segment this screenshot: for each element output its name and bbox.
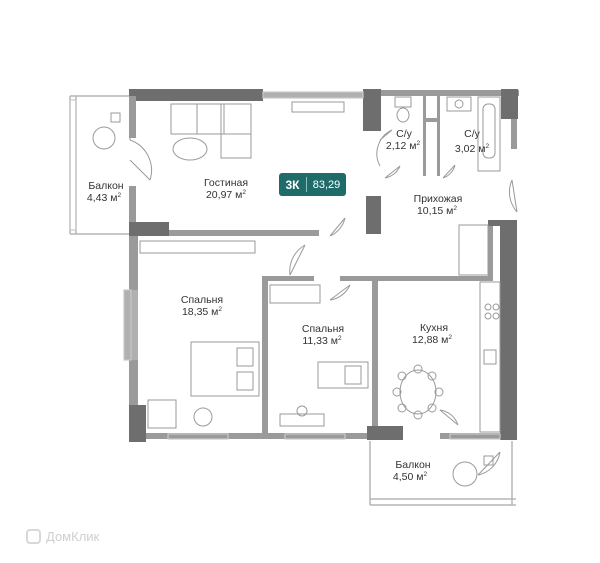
label-hall: Прихожая [414, 193, 463, 205]
room-labels: Балкон 4,43 м2 Гостиная 20,97 м2 С/у 2,1… [87, 128, 490, 483]
area-wc2: 3,02 м2 [455, 143, 490, 155]
area-bedroom1: 18,35 м2 [182, 306, 222, 318]
label-balcony-bottom: Балкон [395, 459, 430, 471]
label-living: Гостиная [204, 177, 248, 189]
area-balcony-bottom: 4,50 м2 [393, 471, 428, 483]
balcony-bottom-outline [369, 441, 516, 506]
label-balcony-left: Балкон [88, 180, 123, 192]
doors [129, 129, 518, 476]
watermark: ДомКлик [26, 529, 99, 544]
label-bedroom2: Спальня [302, 323, 344, 335]
label-wc1: С/у [396, 128, 413, 140]
walls [124, 89, 519, 442]
rooms-count-label: 3К [285, 177, 300, 192]
area-bedroom2: 11,33 м2 [302, 335, 342, 347]
apartment-badge: 3К 83,29 [279, 173, 346, 196]
balcony-left-outline [69, 95, 131, 235]
label-bedroom1: Спальня [181, 294, 223, 306]
watermark-text: ДомКлик [46, 529, 100, 544]
area-balcony-left: 4,43 м2 [87, 192, 122, 204]
area-hall: 10,15 м2 [417, 205, 457, 217]
total-area-label: 83,29 [312, 178, 341, 191]
windows [69, 91, 501, 440]
area-living: 20,97 м2 [206, 189, 246, 201]
label-wc2: С/у [464, 128, 481, 140]
furniture [92, 96, 501, 487]
area-kitchen: 12,88 м2 [412, 334, 452, 346]
badge-separator [306, 177, 307, 192]
label-kitchen: Кухня [420, 322, 448, 334]
domclick-logo-icon [26, 529, 41, 544]
area-wc1: 2,12 м2 [386, 140, 421, 152]
